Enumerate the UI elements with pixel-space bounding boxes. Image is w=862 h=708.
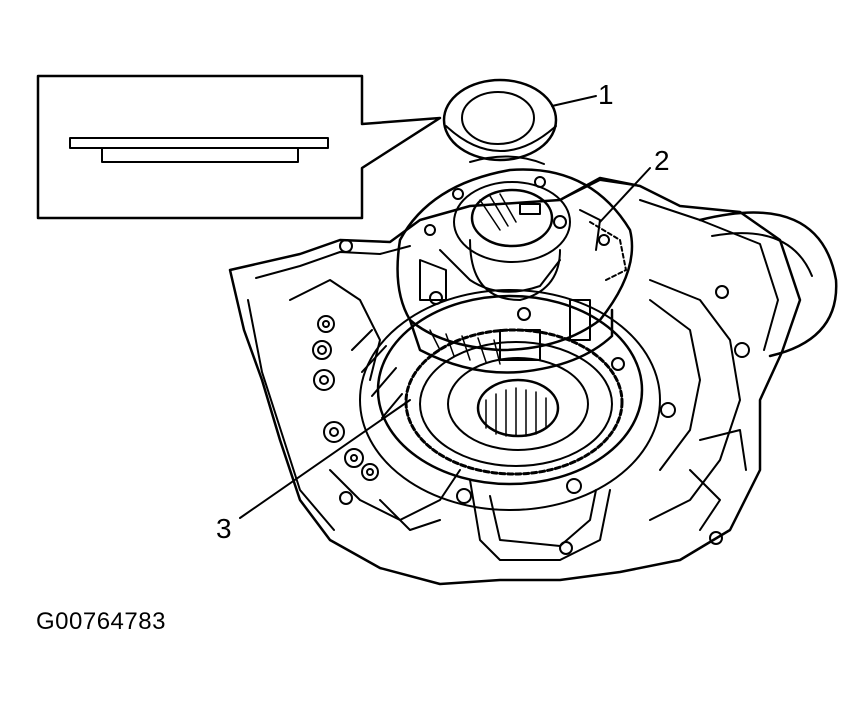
- leader-line-3: [239, 399, 411, 519]
- washer-cross-section: [69, 137, 329, 149]
- washer-lip-cross-section: [101, 147, 299, 163]
- thrust-washer: [442, 78, 558, 162]
- planetary-carrier: [396, 155, 634, 374]
- leader-line-2: [599, 167, 651, 223]
- callout-2: 2: [654, 145, 670, 176]
- ring-gear: [359, 289, 661, 511]
- transmission-case: [228, 176, 838, 586]
- inset-detail-box: [36, 74, 442, 220]
- callout-3: 3: [216, 513, 232, 544]
- callout-1: 1: [598, 79, 614, 110]
- leader-line-1: [551, 95, 597, 107]
- figure-id: G00764783: [36, 608, 166, 635]
